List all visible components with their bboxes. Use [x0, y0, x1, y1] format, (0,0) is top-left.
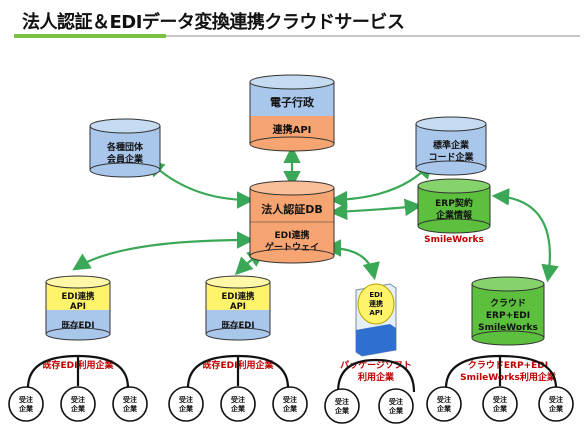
customer-circle: 受注 企業	[112, 386, 148, 422]
svg-text:企業: 企業	[334, 406, 350, 415]
hub-gw-2: ゲートウェイ	[265, 241, 319, 253]
title-underline	[14, 34, 580, 38]
erp-line-2: 企業情報	[435, 209, 473, 221]
svg-text:企業: 企業	[122, 404, 138, 413]
svg-text:受注: 受注	[335, 397, 349, 406]
svg-text:企業: 企業	[70, 404, 86, 413]
customer-circle: 受注 企業	[8, 386, 44, 422]
arrow-hub-std	[329, 160, 433, 209]
arrow-erp-cloud	[491, 188, 559, 283]
edi1-cylinder: EDI連携 API 既存EDI 既存EDI利用企業	[43, 275, 114, 371]
edi2-bottom: 既存EDI	[221, 320, 254, 331]
std-line-1: 標準企業	[433, 139, 470, 151]
customer-circle: 受注 企業	[482, 386, 518, 422]
std-cylinder: 標準企業 コード企業	[415, 116, 487, 176]
edi1-top-1: EDI連携	[61, 291, 95, 302]
customer-circle: 受注 企業	[272, 386, 308, 422]
edi2-top-1: EDI連携	[221, 291, 255, 302]
arrow-hub-erp	[329, 198, 423, 221]
customer-circle: 受注 企業	[324, 388, 360, 424]
svg-text:企業: 企業	[548, 404, 564, 413]
package-software-box: EDI 連携 API パッケージソフト 利用企業	[340, 283, 412, 383]
cloud-line-1: クラウド	[490, 298, 526, 309]
svg-text:企業: 企業	[492, 404, 508, 413]
arrow-hub-pkg	[323, 239, 380, 281]
svg-text:受注: 受注	[283, 395, 297, 404]
svg-text:受注: 受注	[231, 395, 245, 404]
svg-text:受注: 受注	[549, 395, 563, 404]
svg-text:受注: 受注	[437, 395, 451, 404]
pkg-line-2: 連携	[369, 299, 383, 308]
hub-cylinder: 法人認証DB EDI連携 ゲートウェイ	[249, 180, 335, 264]
cloud-erp-cylinder: クラウド ERP+EDI SmileWorks クラウドERP+EDI Smil…	[460, 276, 557, 383]
svg-text:企業: 企業	[178, 404, 194, 413]
erp-cylinder: ERP契約 企業情報 SmileWorks	[417, 178, 491, 245]
customer-circle: 受注 企業	[426, 386, 462, 422]
pkg-line-3: API	[369, 309, 382, 317]
svg-text:企業: 企業	[18, 404, 34, 413]
svg-text:企業: 企業	[282, 404, 298, 413]
pkg-caption-2: 利用企業	[357, 371, 395, 383]
svg-text:受注: 受注	[123, 395, 137, 404]
svg-text:企業: 企業	[436, 404, 452, 413]
cloud-line-3: SmileWorks	[478, 323, 538, 333]
egov-cylinder: 電子行政 連携API	[249, 74, 335, 152]
customer-arcs	[26, 354, 558, 393]
svg-text:受注: 受注	[71, 395, 85, 404]
svg-text:受注: 受注	[389, 397, 403, 406]
svg-text:受注: 受注	[493, 395, 507, 404]
edi2-top-2: API	[230, 302, 246, 312]
cloud-caption-2: SmileWorks利用企業	[460, 371, 557, 383]
svg-text:企業: 企業	[388, 406, 404, 415]
edi1-top-2: API	[70, 302, 86, 312]
hub-title: 法人認証DB	[261, 202, 323, 216]
arrow-hub-assoc	[146, 158, 255, 209]
edi1-bottom: 既存EDI	[61, 320, 94, 331]
erp-caption: SmileWorks	[424, 235, 484, 245]
customer-circle: 受注 企業	[220, 386, 256, 422]
customer-circle: 受注 企業	[168, 386, 204, 422]
assoc-line-1: 各種団体	[106, 141, 144, 153]
erp-line-1: ERP契約	[435, 197, 473, 209]
hub-gw-1: EDI連携	[275, 229, 310, 241]
svg-text:受注: 受注	[19, 395, 33, 404]
std-line-2: コード企業	[428, 151, 474, 163]
svg-text:企業: 企業	[230, 404, 246, 413]
egov-api: 連携API	[273, 123, 312, 136]
egov-title: 電子行政	[270, 95, 315, 109]
assoc-line-2: 会員企業	[107, 153, 144, 165]
edi2-cylinder: EDI連携 API 既存EDI 既存EDI利用企業	[203, 275, 274, 371]
arrow-hub-edi1	[72, 231, 255, 271]
assoc-cylinder: 各種団体 会員企業	[89, 118, 161, 178]
cloud-line-2: ERP+EDI	[486, 311, 530, 321]
customer-circle: 受注 企業	[60, 386, 96, 422]
cloud-caption-1: クラウドERP+EDI	[468, 360, 548, 371]
customer-circle: 受注 企業	[538, 386, 574, 422]
svg-text:受注: 受注	[179, 395, 193, 404]
customer-circle: 受注 企業	[378, 388, 414, 424]
page-title: 法人認証＆EDIデータ変換連携クラウドサービス	[22, 12, 405, 33]
pkg-line-1: EDI	[369, 291, 382, 299]
